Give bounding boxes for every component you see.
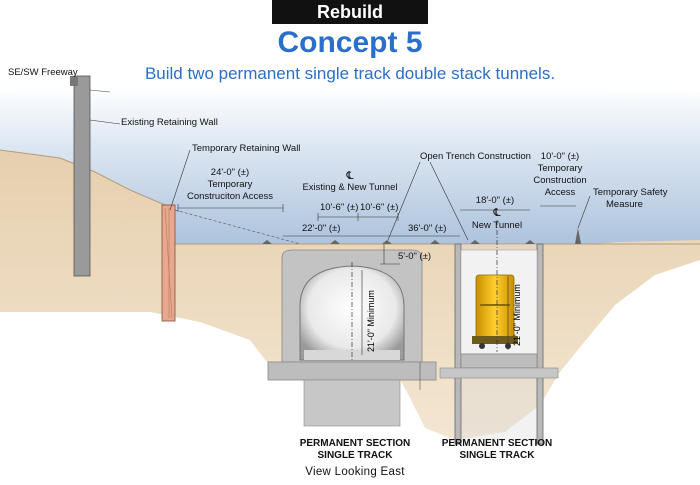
freeway-label: SE/SW Freeway: [8, 67, 78, 78]
slope-line: [174, 209, 301, 245]
safety-measure-label-2: Measure: [606, 199, 643, 210]
dimension-lines: [177, 204, 576, 355]
dimension-10-6-right: 10'-6" (±): [360, 202, 399, 213]
right-access-label-1: Temporary: [537, 163, 583, 174]
section-left-subtitle: SINGLE TRACK: [317, 450, 393, 461]
existing-wall-label: Existing Retaining Wall: [121, 117, 218, 128]
dimension-10-6-left: 10'-6" (±): [320, 202, 359, 213]
right-access-label-2: Construction: [533, 175, 587, 186]
page-title: Concept 5: [277, 26, 423, 59]
dimension-22: 22'-0" (±): [302, 223, 341, 234]
view-direction-label: View Looking East: [305, 466, 405, 478]
temporary-wall-label: Temporary Retaining Wall: [192, 143, 301, 154]
section-left-title: PERMANENT SECTION: [299, 438, 411, 449]
open-trench-label: Open Trench Construction: [420, 151, 531, 162]
dimension-5: 5'-0" (±): [398, 251, 432, 262]
section-right-subtitle: SINGLE TRACK: [459, 450, 535, 461]
right-access-label-3: Access: [544, 187, 576, 198]
existing-tunnel-left: [267, 249, 437, 427]
section-right-title: PERMANENT SECTION: [441, 438, 553, 449]
rebuild-badge: Rebuild: [272, 0, 428, 24]
temporary-access-label-1: Temporary: [207, 179, 253, 190]
dimension-18: 18'-0" (±): [475, 195, 515, 206]
clearance-label-right: 21'-0" Minimum: [512, 284, 522, 346]
temporary-access-dimension: 24'-0" (±): [210, 167, 250, 178]
centerline-symbol-right: ℄: [493, 207, 501, 219]
clearance-label-left: 21'-0" Minimum: [366, 290, 376, 352]
freeway-structure: [70, 75, 111, 277]
existing-new-tunnel-label: Existing & New Tunnel: [302, 182, 398, 193]
new-tunnel-label: New Tunnel: [471, 220, 523, 231]
ground-markers: [262, 228, 581, 244]
safety-measure-label-1: Temporary Safety: [593, 187, 668, 198]
temporary-retaining-wall: [161, 204, 176, 322]
dimension-36: 36'-0" (±): [408, 223, 447, 234]
leader-lines: [89, 119, 591, 241]
centerline-symbol-left: ℄: [346, 170, 354, 182]
open-trench-right: [439, 220, 559, 445]
right-access-dimension: 10'-0" (±): [540, 151, 580, 162]
page-subtitle: Build two permanent single track double …: [144, 64, 556, 83]
temporary-access-label-2: Construciton Access: [186, 191, 274, 202]
